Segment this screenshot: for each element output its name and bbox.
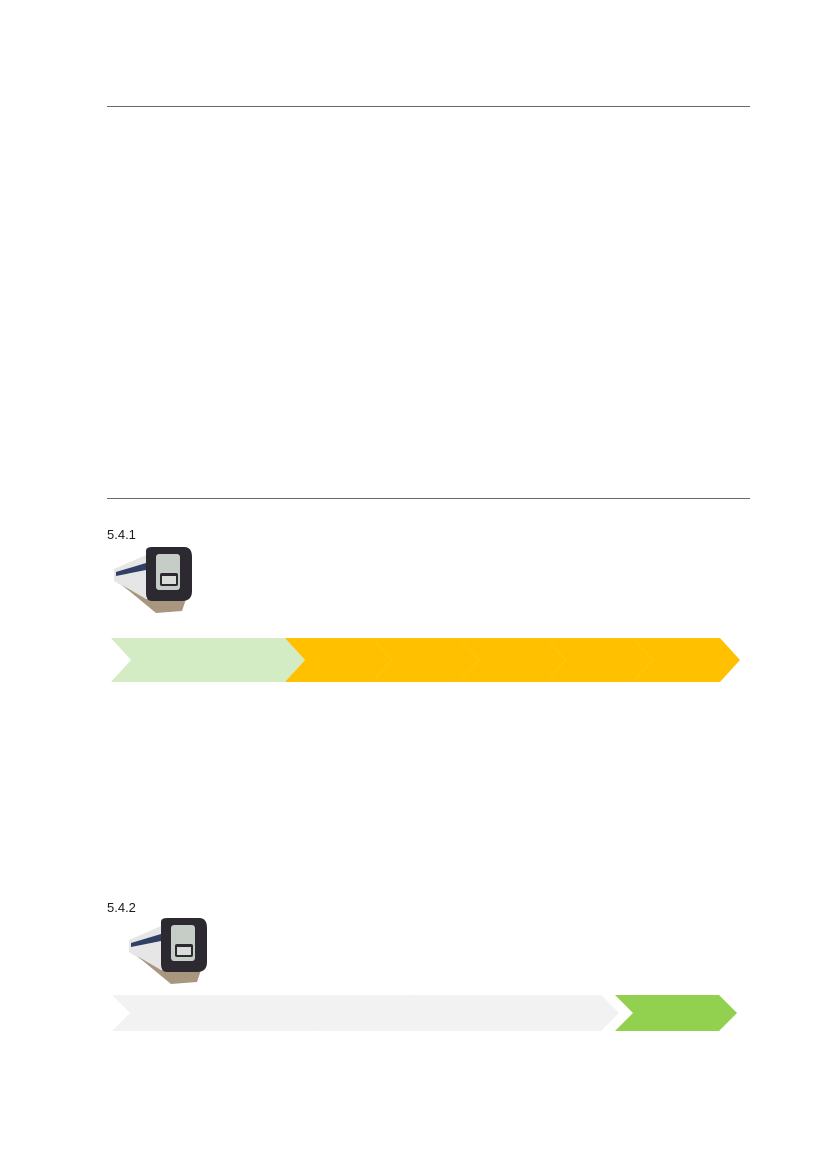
progress-chevrons <box>112 995 737 1031</box>
progress-step <box>112 995 227 1031</box>
progress-step <box>111 638 218 682</box>
progress-step <box>633 638 740 682</box>
section-number: 5.4.2 <box>107 900 136 915</box>
progress-step <box>459 638 566 682</box>
progress-step <box>546 638 653 682</box>
section-number: 5.4.1 <box>107 527 136 542</box>
top-divider <box>107 106 750 107</box>
progress-step <box>285 638 392 682</box>
progress-chevrons <box>111 638 740 682</box>
progress-step <box>615 995 737 1031</box>
train-front-icon <box>129 918 207 984</box>
progress-step <box>307 995 423 1031</box>
train-front-icon <box>114 547 192 613</box>
progress-step <box>198 638 305 682</box>
section-divider <box>107 498 750 499</box>
progress-step <box>503 995 619 1031</box>
progress-step <box>372 638 479 682</box>
progress-step <box>209 995 325 1031</box>
progress-step <box>405 995 521 1031</box>
